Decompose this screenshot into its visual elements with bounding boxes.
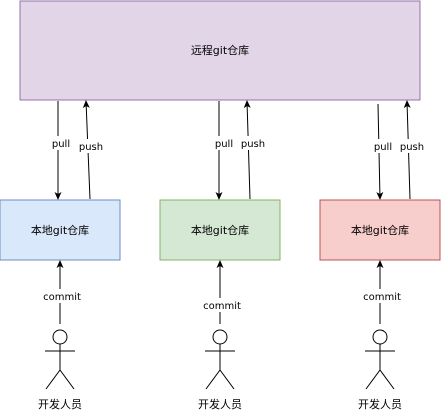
pull-label-1: pull (52, 139, 70, 150)
push-label-2: push (241, 139, 265, 150)
column-3: pull push 本地git仓库 commit 开发人员 (319, 100, 441, 411)
remote-repo-label: 远程git仓库 (191, 43, 249, 57)
commit-label-3: commit (363, 292, 401, 303)
developer-label-3: 开发人员 (358, 397, 402, 411)
developer-label-2: 开发人员 (198, 397, 242, 411)
local-repo-box-3 (319, 199, 441, 261)
developer-label-1: 开发人员 (38, 397, 82, 411)
local-repo-label-1: 本地git仓库 (31, 223, 89, 237)
column-1: pull push 本地git仓库 commit 开发人员 (0, 100, 121, 411)
local-repo-label-2: 本地git仓库 (191, 223, 249, 237)
push-label-3: push (400, 142, 424, 153)
remote-repo-node: 远程git仓库 (19, 0, 421, 101)
pull-label-2: pull (215, 139, 233, 150)
developer-figure-2 (205, 329, 235, 390)
commit-label-2: commit (203, 301, 241, 312)
developer-figure-3 (365, 329, 395, 390)
remote-repo-box (19, 0, 421, 101)
developer-figure-1 (45, 329, 75, 390)
commit-label-1: commit (43, 292, 81, 303)
local-repo-box-2 (159, 199, 281, 261)
local-repo-label-3: 本地git仓库 (351, 223, 409, 237)
column-2: pull push 本地git仓库 commit 开发人员 (159, 100, 281, 411)
push-label-1: push (79, 142, 103, 153)
pull-label-3: pull (374, 142, 392, 153)
